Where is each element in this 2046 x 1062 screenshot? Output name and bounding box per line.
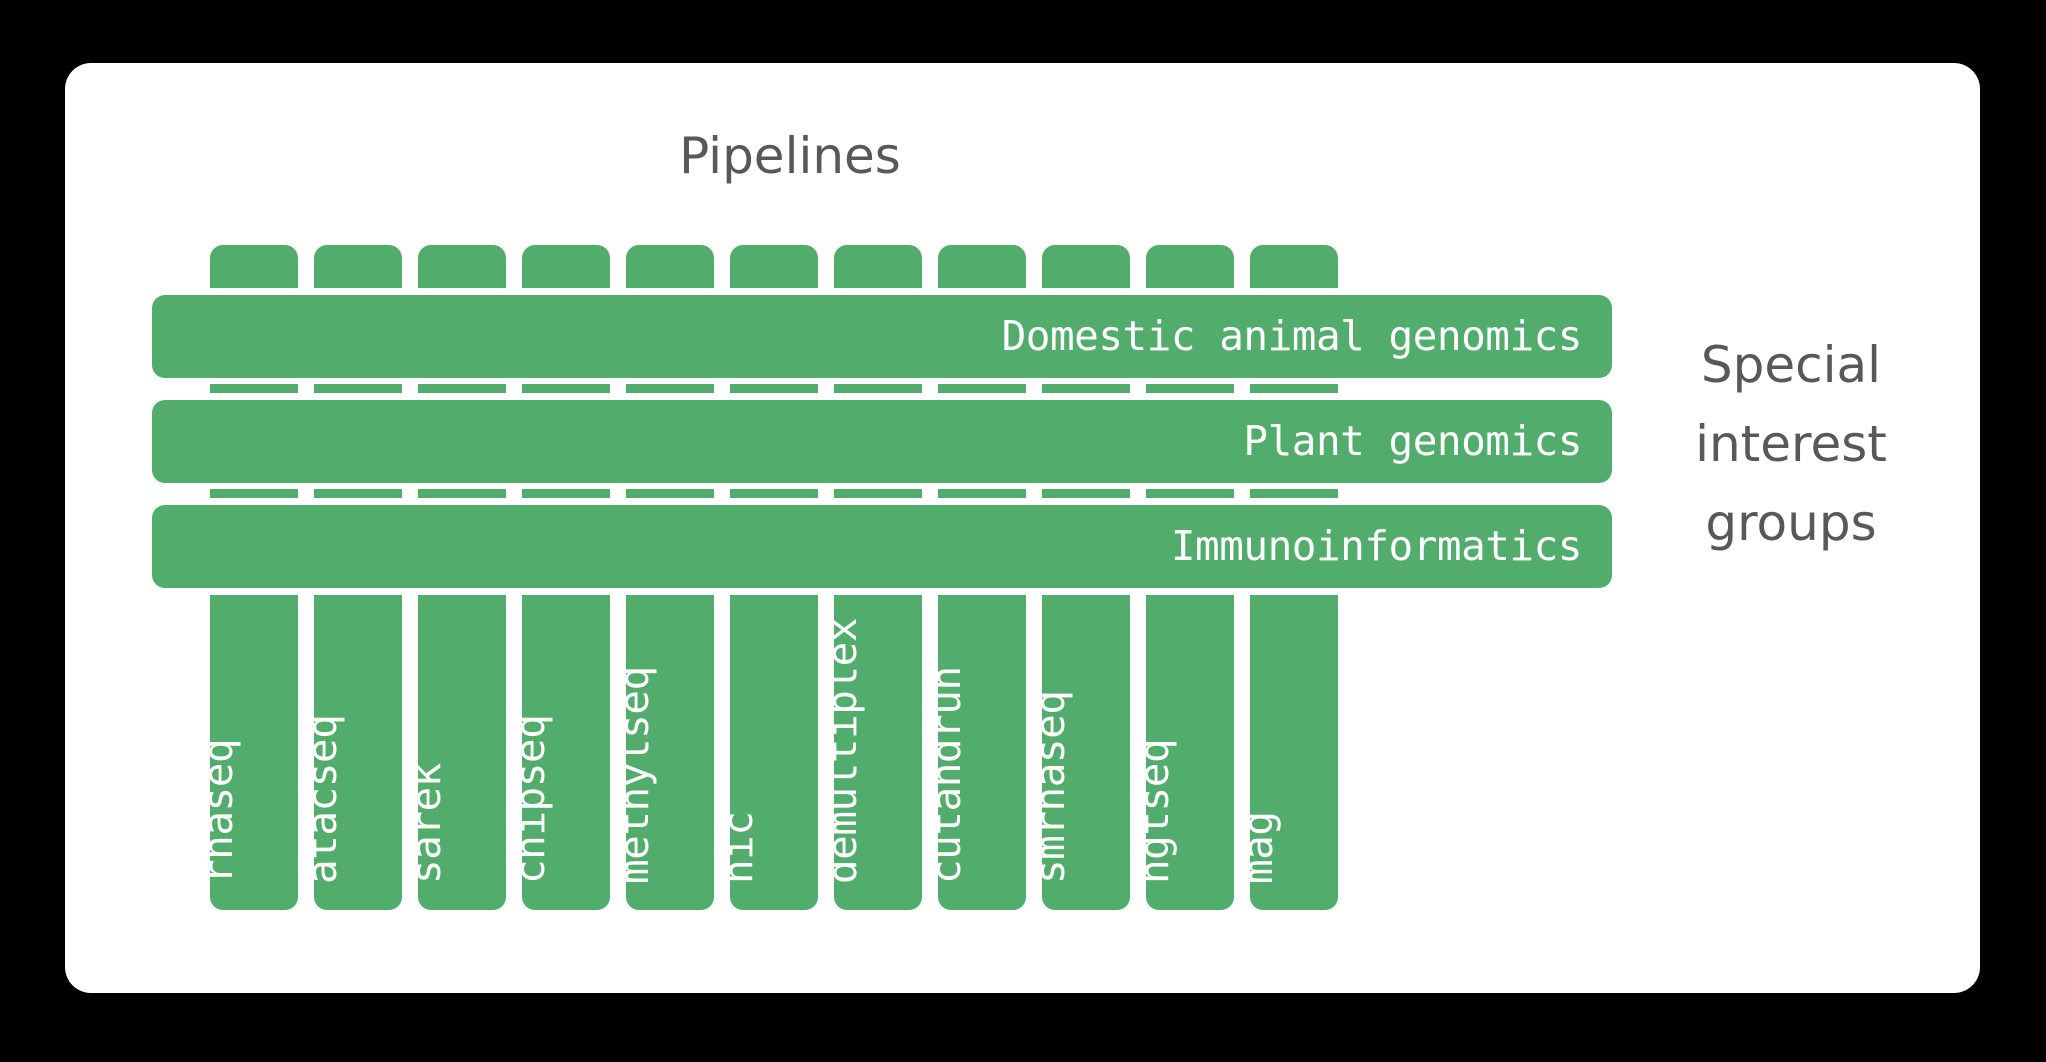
weave-gap-top [140,288,1630,295]
pipeline-label: hgtseq [1130,738,1178,884]
weave-gap-1 [140,377,1630,384]
sig-title-line-3: groups [1705,494,1877,552]
sig-bar-label: Immunoinformatics [1170,522,1583,570]
pipeline-label: cutandrun [922,666,970,884]
pipeline-label: demultiplex [818,617,866,884]
weave-gap-bottom [140,588,1630,595]
sig-bar-2[interactable]: Plant genomics [152,400,1612,483]
pipeline-label: rnaseq [194,738,242,884]
pipeline-label: sarek [402,763,450,884]
sig-bar-3[interactable]: Immunoinformatics [152,505,1612,588]
weave-gap-3 [140,482,1630,489]
sig-title-line-1: Special [1700,336,1882,394]
sig-bar-label: Domestic animal genomics [1001,312,1583,360]
pipeline-label: methylseq [610,666,658,884]
page-title-pipelines: Pipelines [679,127,901,185]
pipeline-label: atacseq [298,714,346,884]
weave-gap-2 [140,393,1630,400]
pipeline-label: chipseq [506,714,554,884]
sig-bar-1[interactable]: Domestic animal genomics [152,295,1612,378]
weave-gap-4 [140,498,1630,505]
page-title-special-interest-groups: Special interest groups [1655,326,1927,563]
sig-bar-label: Plant genomics [1243,417,1582,465]
sig-title-line-2: interest [1695,415,1887,473]
pipeline-label: mag [1234,811,1282,884]
pipeline-label: hic [714,811,762,884]
pipeline-label: smrnaseq [1026,690,1074,884]
